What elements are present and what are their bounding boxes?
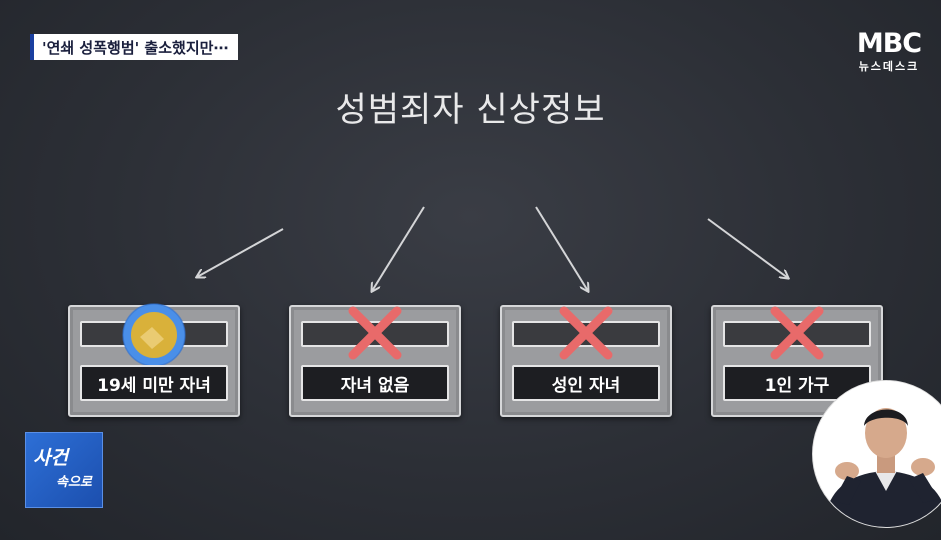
card-adult-children: 성인 자녀 xyxy=(500,305,672,417)
card-under-19-children: 19세 미만 자녀 xyxy=(68,303,240,417)
arrow-3 xyxy=(535,206,588,291)
card-label: 성인 자녀 xyxy=(512,365,660,401)
arrow-1 xyxy=(197,228,284,277)
card-label: 19세 미만 자녀 xyxy=(80,365,228,401)
logo-sub: 뉴스데스크 xyxy=(858,60,920,73)
headline-text: '연쇄 성폭행범' 출소했지만⋯ xyxy=(42,38,229,57)
arrow-4 xyxy=(707,218,788,278)
arrow-2 xyxy=(372,206,425,291)
check-circle-icon xyxy=(122,303,186,367)
news-headline-banner: '연쇄 성폭행범' 출소했지만⋯ xyxy=(30,34,239,60)
badge-line2: 속으로 xyxy=(56,475,92,490)
card-no-children: 자녀 없음 xyxy=(289,305,461,417)
x-mark-icon xyxy=(770,306,824,360)
sign-language-interpreter xyxy=(812,380,941,528)
logo-main: MBC xyxy=(856,28,922,59)
card-label: 자녀 없음 xyxy=(301,365,449,401)
x-mark-icon xyxy=(348,306,402,360)
program-badge: 사건 속으로 xyxy=(25,432,103,508)
x-mark-icon xyxy=(559,306,613,360)
badge-line1: 사건 xyxy=(33,447,68,469)
slide-title: 성범죄자 신상정보 xyxy=(335,90,606,130)
mbc-logo: MBC 뉴스데스크 xyxy=(853,30,925,74)
interpreter-figure xyxy=(813,381,941,527)
